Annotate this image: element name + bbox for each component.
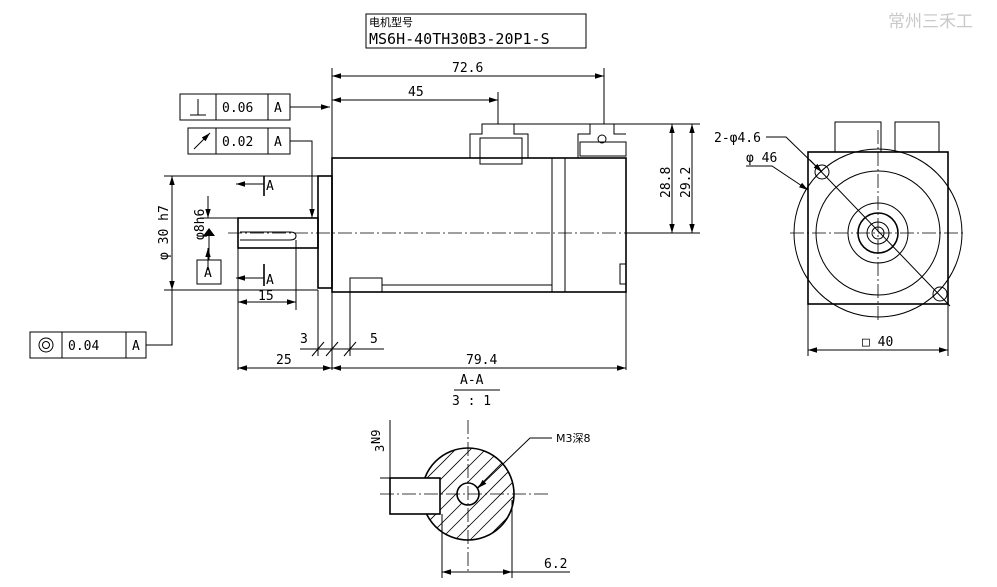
svg-text:A: A (266, 179, 274, 194)
dim-square: □ 40 (862, 335, 893, 350)
front-view (790, 121, 966, 322)
side-view (228, 123, 670, 293)
dim-key-length: 15 (258, 289, 274, 304)
dim-hole-spec: 2-φ4.6 (714, 131, 761, 146)
svg-text:A: A (274, 135, 282, 150)
front-dimensions: 2-φ4.6 φ 46 □ 40 (714, 131, 949, 356)
concentricity-frame: 0.04 A (29, 290, 173, 359)
section-dimensions: N9 3 M3深8 6.2 (369, 420, 591, 578)
svg-text:A: A (274, 101, 282, 116)
dim-height-a: 28.8 (659, 167, 674, 198)
tap-note: M3深8 (556, 432, 591, 445)
runout-frame: 0.02 A (187, 127, 315, 218)
svg-text:A: A (204, 266, 212, 281)
svg-text:0.06: 0.06 (222, 101, 253, 116)
model-number: MS6H-40TH30B3-20P1-S (369, 30, 550, 48)
svg-text:N9: N9 (369, 430, 383, 444)
dim-pilot-length: 5 (370, 332, 378, 347)
dim-flange-to-connector: 45 (408, 85, 424, 100)
concentricity-symbol-icon (38, 337, 54, 353)
dim-shaft-length: 25 (276, 353, 292, 368)
svg-text:3 : 1: 3 : 1 (452, 394, 491, 409)
section-title: A-A 3 : 1 (452, 373, 500, 409)
watermark: 常州三禾工 (888, 12, 973, 32)
dim-pcd: φ 46 (746, 151, 777, 166)
dim-flange-thickness: 3 (300, 332, 308, 347)
svg-text:0.02: 0.02 (222, 135, 253, 150)
svg-text:3: 3 (373, 445, 387, 452)
dim-body-length: 79.4 (466, 353, 497, 368)
perpendicularity-frame: 0.06 A (179, 93, 330, 121)
section-view (380, 420, 550, 572)
dim-overall-top: 72.6 (452, 61, 483, 76)
model-label: 电机型号 MS6H-40TH30B3-20P1-S (365, 13, 587, 49)
dim-section-width: 6.2 (544, 557, 567, 572)
svg-text:A: A (266, 273, 274, 288)
section-cut-marks: A A (236, 176, 274, 288)
datum-marker: A (196, 228, 222, 285)
svg-text:0.04: 0.04 (68, 339, 99, 354)
model-caption: 电机型号 (369, 15, 413, 29)
dim-pilot-diameter: φ 30 h7 (157, 205, 172, 260)
side-dimensions: 72.6 45 28.8 29.2 φ 30 h7 φ8h6 15 (157, 61, 700, 371)
svg-text:A-A: A-A (460, 373, 484, 388)
svg-text:A: A (132, 339, 140, 354)
runout-symbol-icon (193, 132, 211, 150)
dim-height-b: 29.2 (679, 167, 694, 198)
dim-shaft-diameter: φ8h6 (193, 209, 208, 240)
